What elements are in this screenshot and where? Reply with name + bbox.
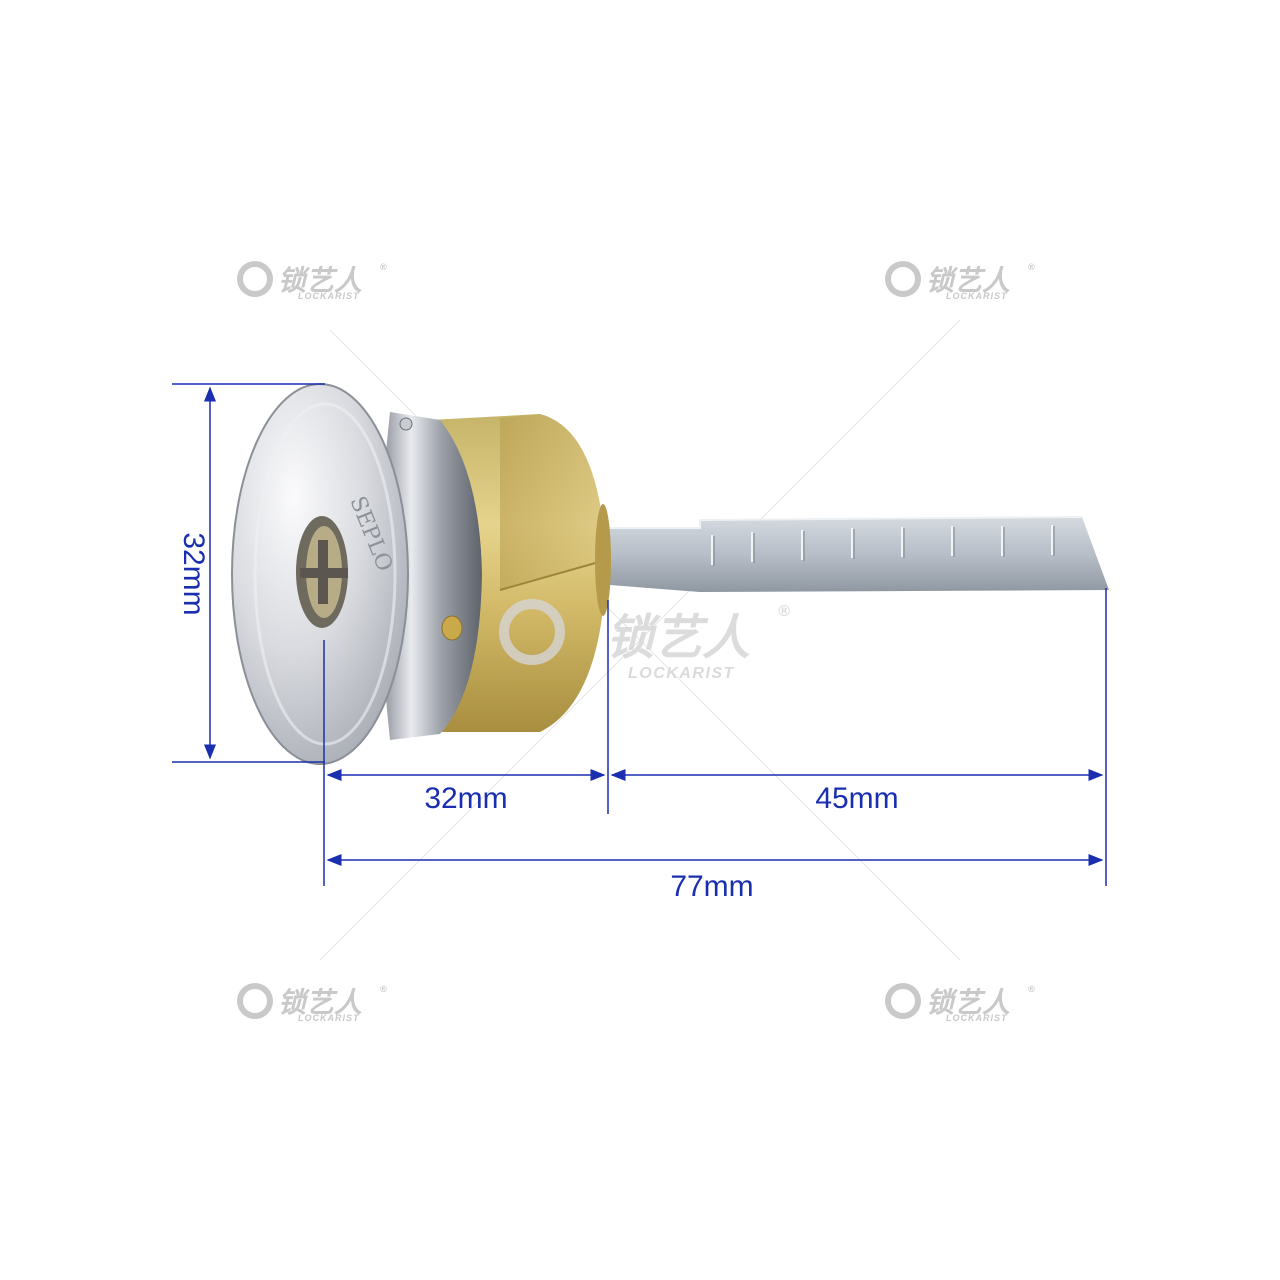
svg-text:LOCKARIST: LOCKARIST <box>298 1013 360 1023</box>
front-face-plate: SEPLO <box>231 383 409 765</box>
svg-text:LOCKARIST: LOCKARIST <box>946 1013 1008 1023</box>
brand-logo-icon <box>885 261 921 297</box>
svg-text:®: ® <box>1028 984 1036 994</box>
body-length-dimension-label: 32mm <box>424 782 507 815</box>
svg-text:LOCKARIST: LOCKARIST <box>628 665 735 682</box>
watermark-top-left: 锁艺人 LOCKARIST ® <box>237 261 388 301</box>
svg-text:锁艺人: 锁艺人 <box>278 986 362 1019</box>
svg-text:锁艺人: 锁艺人 <box>606 610 750 666</box>
total-length-dimension-label: 77mm <box>670 870 753 903</box>
brand-logo-icon <box>885 983 921 1019</box>
tail-length-dimension-label: 45mm <box>815 782 898 815</box>
svg-text:®: ® <box>380 984 388 994</box>
brand-logo-icon <box>237 261 273 297</box>
chrome-collar <box>381 412 482 740</box>
svg-text:LOCKARIST: LOCKARIST <box>946 291 1008 301</box>
svg-text:LOCKARIST: LOCKARIST <box>298 291 360 301</box>
watermark-bottom-right: 锁艺人 LOCKARIST ® <box>885 983 1036 1023</box>
height-dimension-label: 32mm <box>177 532 210 615</box>
svg-text:锁艺人: 锁艺人 <box>278 264 362 297</box>
svg-text:®: ® <box>778 603 791 620</box>
svg-text:®: ® <box>1028 262 1036 272</box>
watermark-top-right: 锁艺人 LOCKARIST ® <box>885 261 1036 301</box>
svg-text:锁艺人: 锁艺人 <box>926 986 1010 1019</box>
svg-text:锁艺人: 锁艺人 <box>926 264 1010 297</box>
brand-logo-icon <box>499 599 565 665</box>
watermark-bottom-left: 锁艺人 LOCKARIST ® <box>237 983 388 1023</box>
dimension-lines <box>172 383 1107 886</box>
watermark-center: 锁艺人 LOCKARIST ® <box>499 599 791 682</box>
tailpiece-blade <box>600 516 1109 592</box>
brand-logo-icon <box>237 983 273 1019</box>
svg-text:®: ® <box>380 262 388 272</box>
